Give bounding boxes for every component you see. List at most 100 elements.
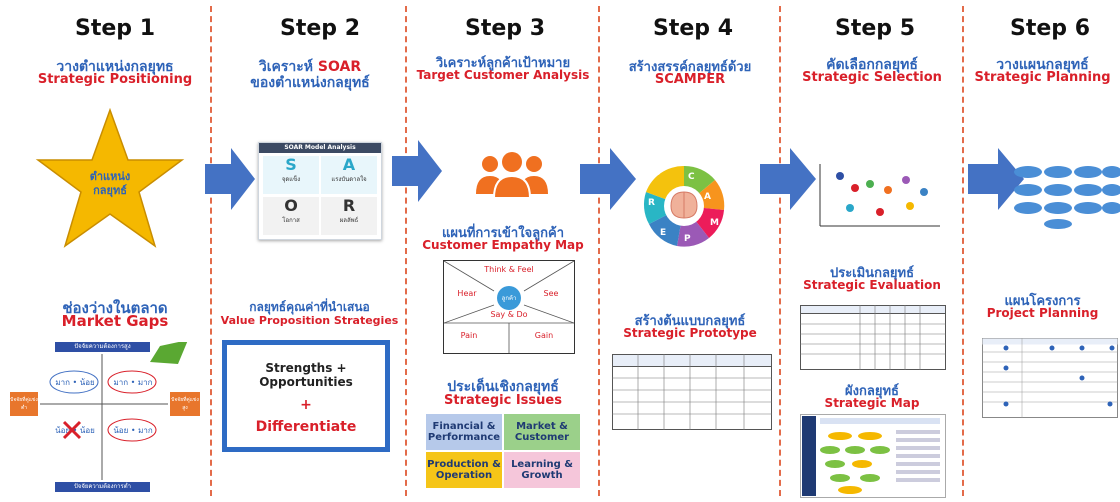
prototype-eng: Strategic Prototype [623,326,757,340]
x-mark-icon [62,420,82,440]
empathy-map: Think & Feel Hear See ลูกค้า Say & Do Pa… [443,260,575,354]
scamper-wheel [643,165,725,247]
scamper-letter-c: C [688,172,695,182]
scamper-letter-s: S [654,168,661,178]
soar-s-cell: S จุดแข็ง [263,156,319,194]
market-gaps-matrix: ปัจจัยความต้องการสูง ปัจจัยความต้องการต่… [10,342,205,492]
value-prop-plus: + [300,397,312,413]
quadrant-bottom-left: น้อย • น้อย [55,426,95,435]
step-2-thai: วิเคราะห์ SOAR [215,56,405,78]
step-2-thai-pre: วิเคราะห์ [258,59,318,75]
evaluation-thai: ประเมินกลยุทธ์ [829,266,915,281]
prototype-table [612,354,772,430]
step-4-title: Step 4 [653,16,733,41]
evaluation-table [800,305,946,370]
scamper-letter-m: M [710,218,719,228]
project-thai: แผนโครงการ [1004,294,1081,309]
step-4-eng: SCAMPER [654,72,726,87]
scamper-letter-e: E [660,228,667,238]
empathy-hear: Hear [457,289,477,298]
issue-learning: Learning & Growth [504,452,580,488]
soar-a-cell: A แรงบันดาลใจ [321,156,377,194]
arrow-4-5 [760,148,816,210]
scamper-letter-a: A [704,192,711,202]
step-3-thai: วิเคราะห์ลูกค้าเป้าหมาย [435,56,571,71]
step-3-eng: Target Customer Analysis [416,68,590,82]
soar-header: SOAR Model Analysis [259,143,381,153]
soar-r-letter: R [342,196,356,215]
arrow-2-3 [392,140,442,202]
evaluation-eng: Strategic Evaluation [803,278,941,292]
step-2-title: Step 2 [280,16,360,41]
soar-model-card: SOAR Model Analysis S จุดแข็ง A แรงบันดา… [258,142,382,240]
selection-scatter [819,164,940,227]
issue-market: Market & Customer [504,414,580,450]
strategy-map-diagram [800,414,946,498]
map-eng: Strategic Map [824,396,920,410]
step-2-thai-line2: ของตำแหน่งกลยุทธ์ [250,75,370,91]
empathy-say-do: Say & Do [490,310,528,319]
divider-5-6 [962,6,964,496]
step-6-thai: วางแผนกลยุทธ์ [996,57,1089,73]
scamper-letter-p: P [684,234,691,244]
soar-o-letter: O [284,196,298,215]
step-1-eng: Strategic Positioning [37,72,193,87]
issue-financial: Financial & Performance [426,414,502,450]
issues-thai: ประเด็นเชิงกลยุทธ์ [447,379,559,395]
star-shape [35,108,185,248]
empathy-think-feel: Think & Feel [484,265,534,274]
matrix-axes [40,342,188,480]
empathy-see: See [543,289,559,298]
step-6-eng: Strategic Planning [974,70,1111,85]
arrow-3-4 [580,148,636,210]
value-prop-line2: Differentiate [255,419,357,435]
scamper-letter-r: R [648,198,655,208]
people-icon [476,152,548,198]
soar-o-cell: O โอกาส [263,197,319,235]
soar-a-label: แรงบันดาลใจ [331,176,367,183]
issue-production: Production & Operation [426,452,502,488]
empathy-center: ลูกค้า [501,295,517,302]
star-label: ตำแหน่ง กลยุทธ์ [70,170,150,198]
step-4-thai: สร้างสรรค์กลยุทธ์ด้วย [628,60,752,75]
project-gantt [982,338,1118,418]
divider-3-4 [598,6,600,496]
project-eng: Project Planning [986,306,1099,320]
map-thai: ผังกลยุทธ์ [845,384,899,399]
star-label-line2: กลยุทธ์ [93,184,127,197]
soar-r-label: ผลลัพธ์ [339,217,359,224]
step-6-title: Step 6 [1010,16,1090,41]
value-prop-thai: กลยุทธ์คุณค่าที่นำเสนอ [249,300,370,314]
quadrant-bottom-right: น้อย • มาก [113,426,153,435]
planning-mindmap [1014,166,1120,229]
step-2-soar-accent: SOAR [317,59,362,75]
matrix-right-box: ปัจจัยที่คู่แข่งสูง [170,392,200,416]
soar-o-label: โอกาส [282,217,300,224]
step-5-title: Step 5 [835,16,915,41]
empathy-pain: Pain [460,331,478,340]
divider-1-2 [210,6,212,496]
quadrant-top-right: มาก • มาก [113,378,153,387]
arrow-1-2 [205,148,255,210]
issues-eng: Strategic Issues [444,393,562,408]
step-5-thai: คัดเลือกกลยุทธ์ [826,57,918,73]
matrix-top-bar: ปัจจัยความต้องการสูง [55,342,150,352]
step-1-title: Step 1 [75,16,155,41]
soar-s-letter: S [285,155,297,174]
arrow-5-6 [968,148,1024,210]
empathy-map-lines [444,261,574,353]
market-gaps-thai: ช่องว่างในตลาด [62,299,168,317]
step-1-thai: วางตำแหน่งกลยุทธ [56,59,174,75]
prototype-thai: สร้างต้นแบบกลยุทธ์ [634,314,746,329]
step-3-title: Step 3 [465,16,545,41]
value-prop-line1: Strengths + Opportunities [259,361,353,389]
quadrant-top-left: มาก • น้อย [55,378,95,387]
matrix-bottom-bar: ปัจจัยความต้องการต่ำ [55,482,150,492]
soar-r-cell: R ผลลัพธ์ [321,197,377,235]
empathy-gain: Gain [534,331,554,340]
divider-2-3 [405,6,407,496]
empathy-eng: Customer Empathy Map [422,238,584,252]
soar-s-label: จุดแข็ง [281,176,301,183]
soar-a-letter: A [342,155,356,174]
market-gaps-eng: Market Gaps [61,312,169,330]
